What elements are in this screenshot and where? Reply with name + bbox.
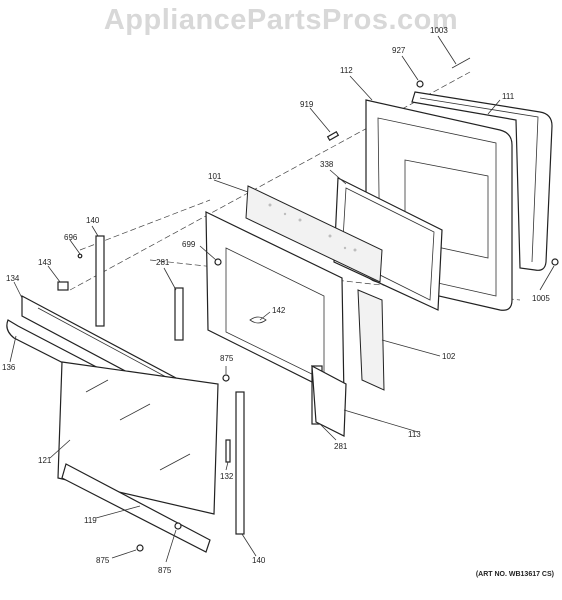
- callout-140-top: 140: [86, 216, 100, 225]
- part-140-channel-top: [95, 235, 105, 327]
- part-111-gasket-inner: [419, 97, 539, 263]
- callout-134: 134: [6, 274, 20, 283]
- callout-113: 113: [408, 430, 421, 439]
- part-102-side-insulation: [357, 289, 385, 391]
- callout-136: 136: [2, 363, 16, 372]
- part-875-screw: [222, 374, 230, 382]
- callout-112: 112: [340, 66, 353, 75]
- callout-121: 121: [38, 456, 52, 465]
- callout-102: 102: [442, 352, 456, 361]
- callout-699: 699: [182, 240, 196, 249]
- callout-132: 132: [220, 472, 234, 481]
- callout-875-mid: 875: [220, 354, 234, 363]
- part-121-outer-panel: [57, 361, 219, 515]
- part-101-insulation: [245, 185, 383, 283]
- part-121-glass-reflection: [85, 379, 191, 471]
- part-1005-screw: [551, 258, 559, 266]
- callout-140-bottom: 140: [252, 556, 266, 565]
- callout-101: 101: [208, 172, 222, 181]
- callout-875-bottom: 875: [158, 566, 172, 575]
- callout-111: 111: [502, 92, 515, 101]
- part-281-hinge-left: [174, 287, 184, 341]
- callout-281-bottom: 281: [334, 442, 348, 451]
- part-1003-screw: [451, 57, 471, 69]
- callout-338: 338: [320, 160, 334, 169]
- part-132-clip: [225, 439, 231, 463]
- callout-1005: 1005: [532, 294, 550, 303]
- callout-143: 143: [38, 258, 52, 267]
- part-699-screw: [214, 258, 222, 266]
- part-111-gasket: [411, 91, 553, 271]
- callout-919: 919: [300, 100, 314, 109]
- art-number: (ART NO. WB13617 CS): [475, 571, 554, 578]
- callout-696: 696: [64, 233, 78, 242]
- part-696-pin: [77, 253, 83, 259]
- part-134-vent-slots: [37, 307, 169, 379]
- part-143-bracket: [57, 281, 69, 291]
- watermark: AppliancePartsPros.com: [103, 4, 459, 36]
- part-875-screw: [136, 544, 144, 552]
- leader-lines: [9, 35, 555, 563]
- callout-281-top: 281: [156, 258, 170, 267]
- part-142-handle-recess: [249, 316, 267, 324]
- callout-142: 142: [272, 306, 286, 315]
- part-113-side-trim: [311, 364, 347, 437]
- callout-1003: 1003: [430, 26, 448, 35]
- callout-119: 119: [84, 516, 97, 525]
- part-875-screw: [174, 522, 182, 530]
- part-140-channel-bottom: [235, 391, 245, 535]
- part-919-pin: [326, 130, 340, 142]
- callout-875-left: 875: [96, 556, 110, 565]
- part-119-bottom-trim: [61, 463, 211, 553]
- part-927-screw: [416, 80, 424, 88]
- callout-927: 927: [392, 46, 406, 55]
